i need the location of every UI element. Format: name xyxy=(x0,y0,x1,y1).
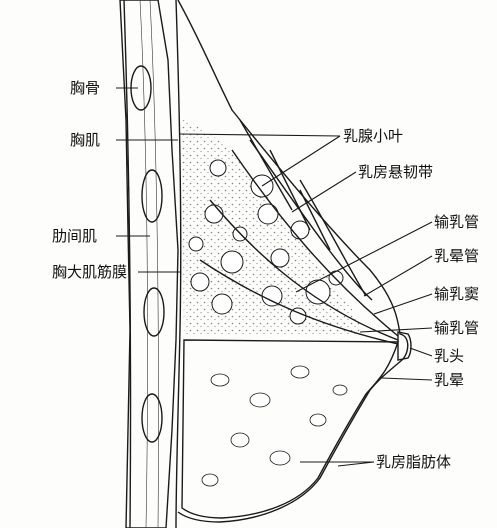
label-suspensory-ligament: 乳房悬韧带 xyxy=(358,163,433,181)
fat-body-region xyxy=(182,340,398,518)
label-pectoral-fascia: 胸大肌筋膜 xyxy=(52,263,127,281)
label-lobule: 乳腺小叶 xyxy=(343,127,403,145)
label-areola: 乳晕 xyxy=(434,371,464,389)
label-sternum: 胸骨 xyxy=(70,79,100,97)
label-pectoral-muscle: 胸肌 xyxy=(70,131,100,149)
label-areolar-duct: 乳晕管 xyxy=(434,247,479,265)
label-intercostal-muscle: 肋间肌 xyxy=(52,227,97,245)
chest-wall xyxy=(120,0,178,528)
label-lactiferous-sinus: 输乳窦 xyxy=(434,285,479,303)
label-nipple: 乳头 xyxy=(434,347,464,365)
label-lactiferous-duct-2: 输乳管 xyxy=(434,319,479,337)
label-lactiferous-duct-1: 输乳管 xyxy=(434,213,479,231)
pectoral-fascia-line xyxy=(176,0,181,528)
label-fat-body: 乳房脂肪体 xyxy=(376,453,451,471)
